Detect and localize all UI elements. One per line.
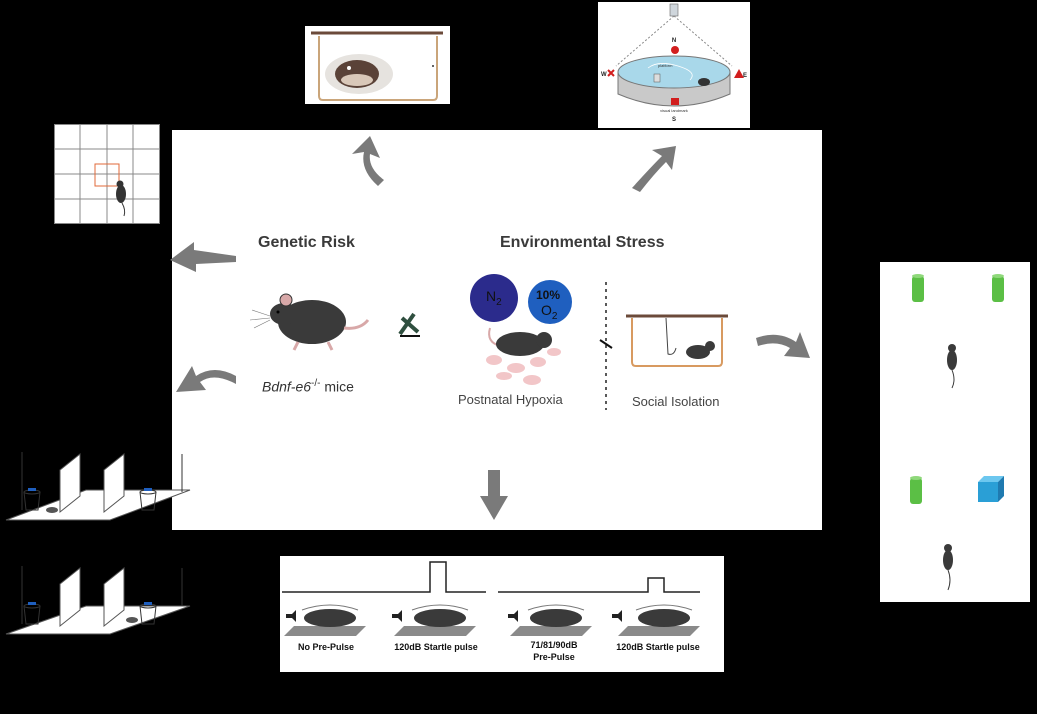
arrow-up-to-nest-icon [352, 136, 384, 186]
ppi-label-prepulse: Pre-Pulse [533, 652, 575, 662]
o2-percent-label: 10% [536, 288, 561, 302]
bdnf-mouse-icon [249, 293, 370, 351]
mouse-icon [947, 344, 957, 389]
mouse-icon [116, 180, 126, 217]
speaker-icon [508, 610, 518, 622]
three-chamber-test [5, 452, 191, 635]
east-label: E [743, 73, 747, 79]
o2-base: O [541, 302, 552, 318]
o2-sub: 2 [551, 310, 558, 322]
n2-circle-icon [470, 274, 518, 322]
hypoxia-label: Postnatal Hypoxia [458, 392, 563, 407]
n2-sub: 2 [496, 296, 502, 308]
mother-pups-icon [486, 327, 561, 385]
open-field-grid [54, 124, 160, 224]
nest-cage [311, 31, 443, 101]
ppi-panel: No Pre-Pulse 120dB Startle pulse 71/81/9… [280, 556, 724, 672]
speaker-icon [392, 610, 402, 622]
arrow-left-down-icon [176, 366, 236, 392]
startle-chamber-icon [284, 604, 366, 636]
green-cylinder-icon [992, 274, 1004, 302]
cross-combination-icon [398, 312, 420, 336]
chamber-upper [5, 452, 191, 521]
strain-genotype: -/- [311, 378, 321, 389]
open-field-panel [54, 124, 160, 224]
east-marker-icon [734, 69, 744, 78]
ppi-label-startle-2: 120dB Startle pulse [616, 642, 700, 652]
startle-chamber-icon [508, 604, 592, 636]
water-maze-panel: N S E W platform visual landmark [598, 2, 750, 128]
water-maze: N S E W platform visual landmark [601, 3, 747, 123]
ppi-label-prepulse-levels: 71/81/90dB [530, 640, 578, 650]
startle-chamber-icon [612, 604, 700, 636]
mouse-icon [46, 507, 58, 513]
o2-label: O2 [541, 302, 557, 322]
n2-label: N2 [486, 288, 502, 308]
mouse-icon [126, 617, 138, 623]
green-cylinder-icon [910, 476, 922, 504]
landmark-label: visual landmark [660, 108, 688, 113]
mouse-strain-label: Bdnf-e6-/- mice [262, 378, 354, 395]
west-label: W [601, 72, 607, 78]
ppi-label-startle: 120dB Startle pulse [394, 642, 478, 652]
green-cylinder-icon [912, 274, 924, 302]
center-zone [94, 163, 120, 187]
genetic-risk-heading: Genetic Risk [258, 234, 355, 251]
strain-name: Bdnf-e6 [262, 378, 312, 395]
strain-suffix: mice [320, 378, 354, 395]
object-panel [880, 262, 1030, 602]
object-test [910, 274, 1004, 591]
startle-chamber-icon [392, 604, 476, 636]
blue-cube-icon [978, 476, 1004, 502]
north-marker-icon [671, 46, 679, 54]
arrow-up-to-maze-icon [632, 146, 676, 192]
swimming-mouse-icon [698, 78, 710, 86]
south-label: S [672, 117, 676, 123]
ppi-label-no-prepulse: No Pre-Pulse [298, 642, 354, 652]
south-marker-icon [671, 98, 679, 105]
mouse-icon [943, 544, 953, 591]
arrow-left-to-openfield-icon [170, 242, 236, 272]
n2-base: N [486, 288, 497, 304]
ppi-diagram: No Pre-Pulse 120dB Startle pulse 71/81/9… [282, 561, 700, 662]
speaker-muted-icon [286, 610, 296, 622]
north-label: N [672, 38, 676, 44]
nest-cage-panel [305, 26, 450, 104]
environmental-stress-heading: Environmental Stress [500, 234, 665, 251]
wire-cup-icon [23, 489, 41, 511]
wire-cup-icon [23, 603, 41, 625]
startle-trace [282, 561, 486, 593]
o2-circle-icon [528, 280, 572, 324]
speaker-icon [612, 610, 622, 622]
platform-label: platform [658, 63, 673, 68]
isolation-cage [626, 314, 728, 367]
gas-circles [470, 274, 572, 324]
isolated-mouse-icon [686, 345, 710, 359]
chamber-lower [5, 566, 191, 635]
west-marker-icon [607, 69, 615, 77]
arrow-down-to-ppi-icon [480, 470, 508, 520]
nest-icon [325, 54, 393, 94]
isolation-label: Social Isolation [632, 394, 720, 409]
arrow-right-to-objects-icon [756, 332, 810, 358]
prepulse-trace [498, 577, 700, 593]
